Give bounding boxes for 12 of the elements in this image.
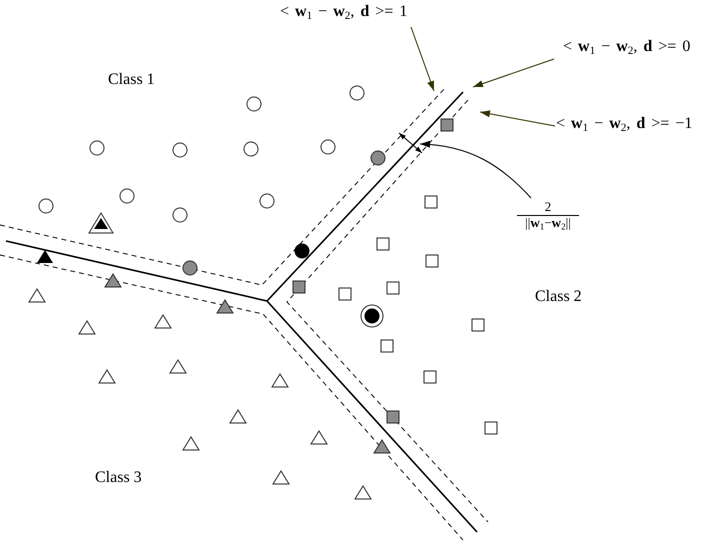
equation-label: < w$_{1}$ − w$_{2}$, d >= −1: [556, 114, 692, 134]
leader-arrow: [472, 58, 554, 88]
equation-label: < w$_{1}$ − w$_{2}$, d >= 0: [563, 37, 690, 56]
fraction-denominator: ||w$_{1}$−w$_{2}$||: [525, 216, 571, 231]
leader-arrow: [410, 26, 434, 92]
class-label: Class 3: [95, 468, 142, 488]
class-label: Class 1: [108, 70, 155, 90]
leader-arrow: [480, 110, 556, 126]
leader-arrow: [420, 141, 532, 198]
fraction-numerator: 2: [544, 200, 552, 215]
equation-label: < w$_{1}$ − w$_{2}$, d >= 1: [280, 2, 408, 22]
class-label: Class 2: [535, 287, 582, 306]
